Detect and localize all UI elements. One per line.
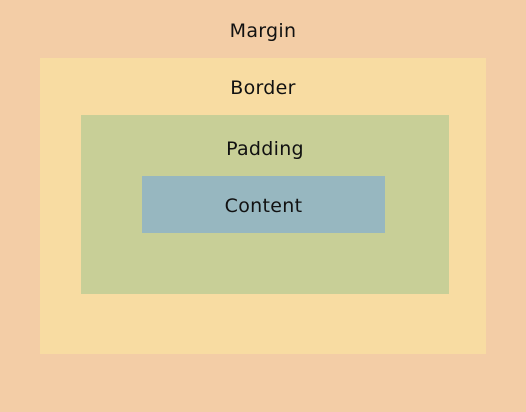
- content-box: Content: [142, 176, 385, 233]
- padding-box: Padding Content: [81, 115, 449, 294]
- padding-label: Padding: [226, 138, 304, 160]
- margin-label: Margin: [229, 20, 297, 42]
- content-label: Content: [224, 195, 303, 217]
- border-label: Border: [230, 77, 296, 99]
- border-box: Border Padding Content: [40, 58, 486, 354]
